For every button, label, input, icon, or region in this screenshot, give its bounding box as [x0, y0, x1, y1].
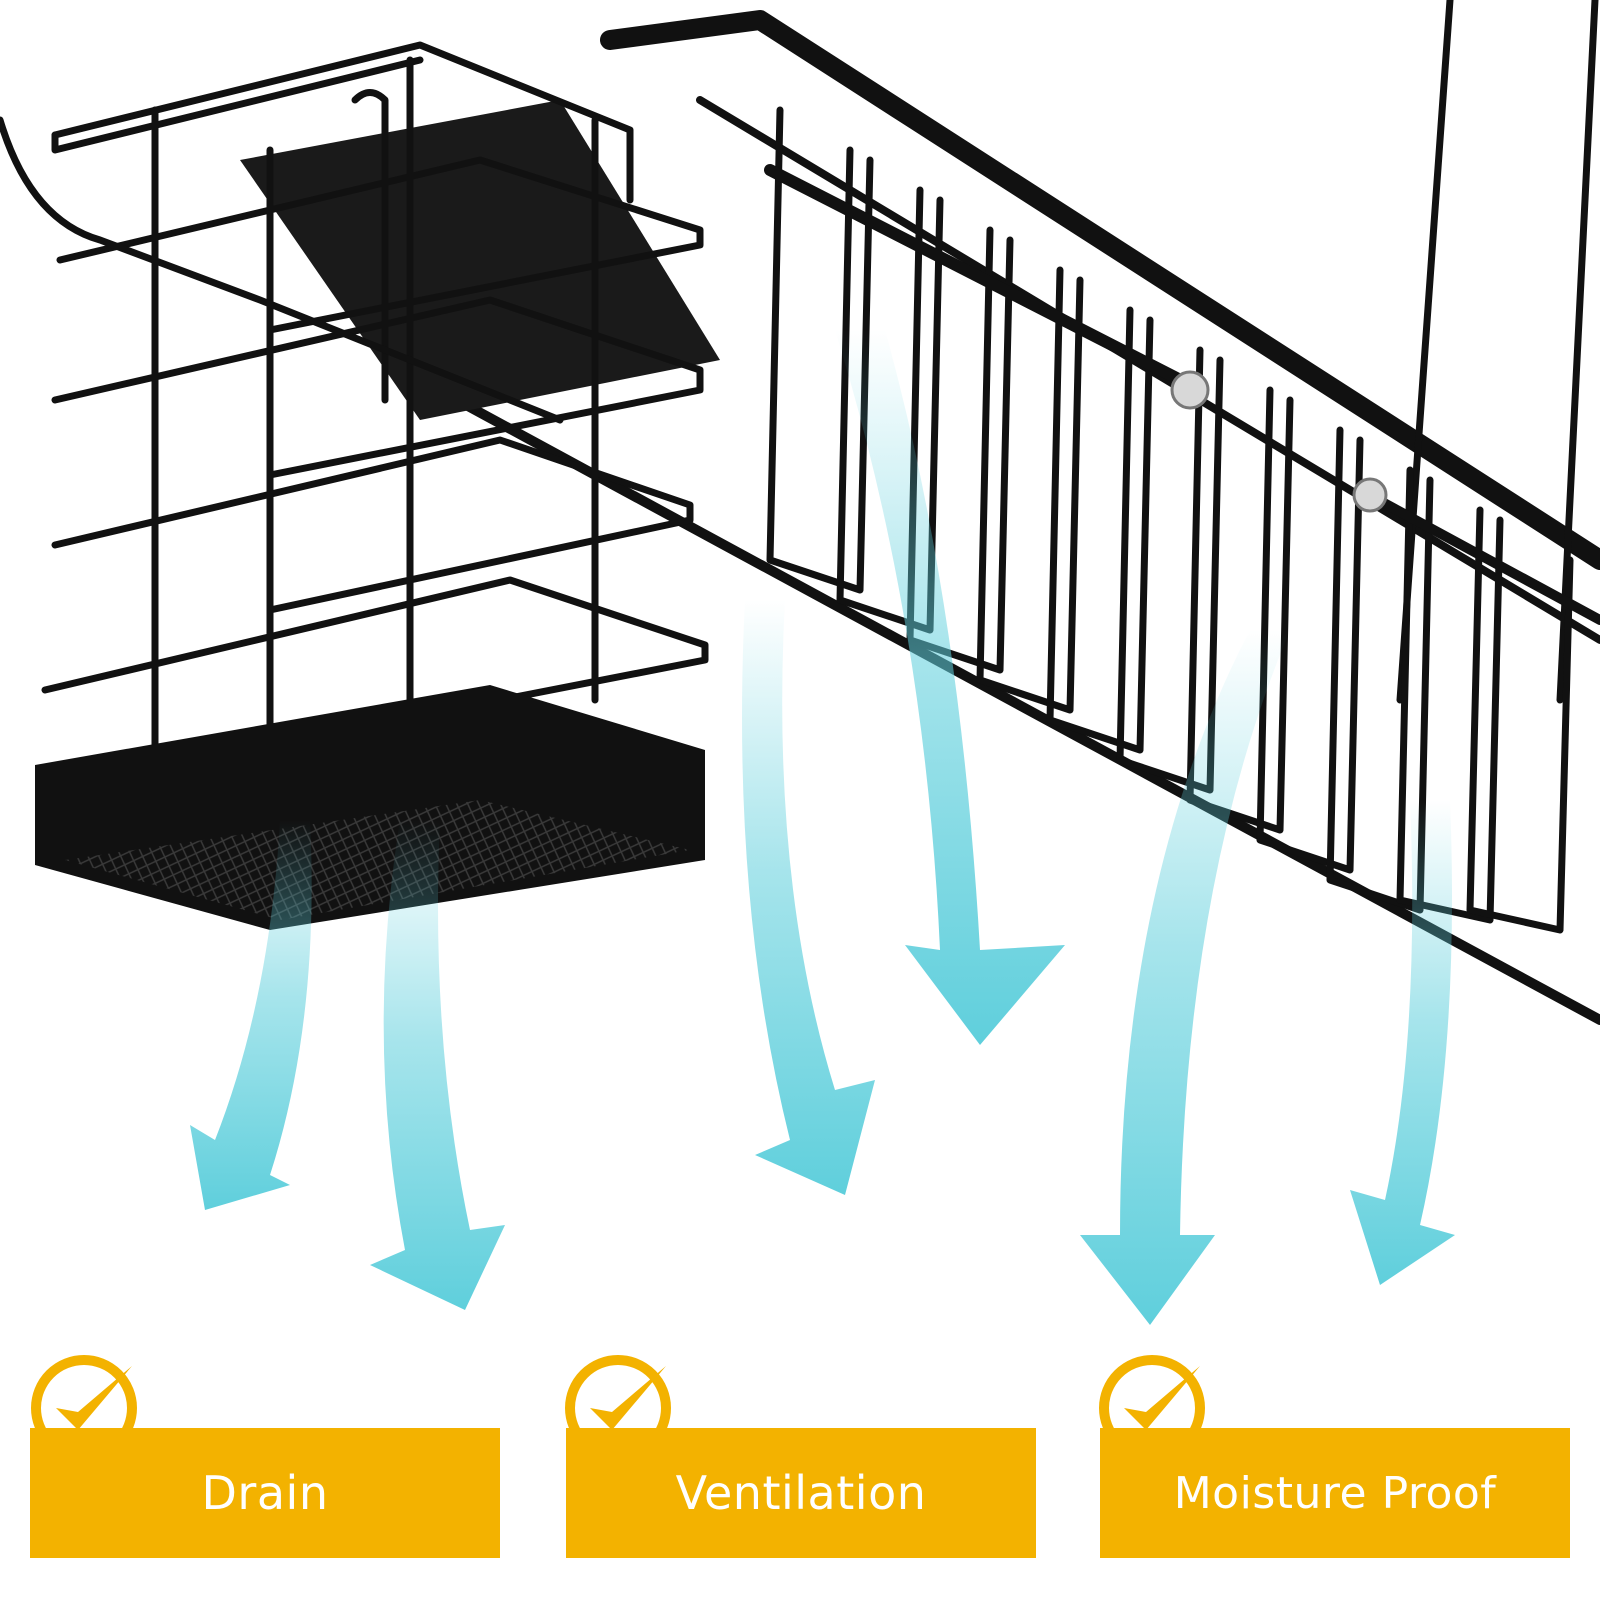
feature-badge-moisture-proof: Moisture Proof [1100, 1428, 1570, 1558]
arrow-icon [1350, 800, 1455, 1285]
feature-label: Ventilation [675, 1466, 927, 1520]
mounting-plate [240, 100, 720, 420]
arrow-icon [835, 330, 1065, 1045]
arrow-icon [190, 820, 312, 1210]
feature-label: Drain [201, 1466, 329, 1520]
drain-tray [35, 685, 705, 930]
shelf-basket [415, 0, 1600, 1025]
arrow-icon [370, 820, 505, 1310]
arrow-icon [1080, 630, 1290, 1325]
rod-cap [1170, 370, 1210, 410]
feature-label: Moisture Proof [1173, 1467, 1497, 1519]
airflow-arrows [190, 330, 1455, 1325]
small-basket [0, 41, 709, 784]
arrow-icon [742, 600, 875, 1195]
feature-badge-drain: Drain [30, 1428, 500, 1558]
feature-badge-ventilation: Ventilation [566, 1428, 1036, 1558]
rod-cap [1352, 477, 1388, 513]
